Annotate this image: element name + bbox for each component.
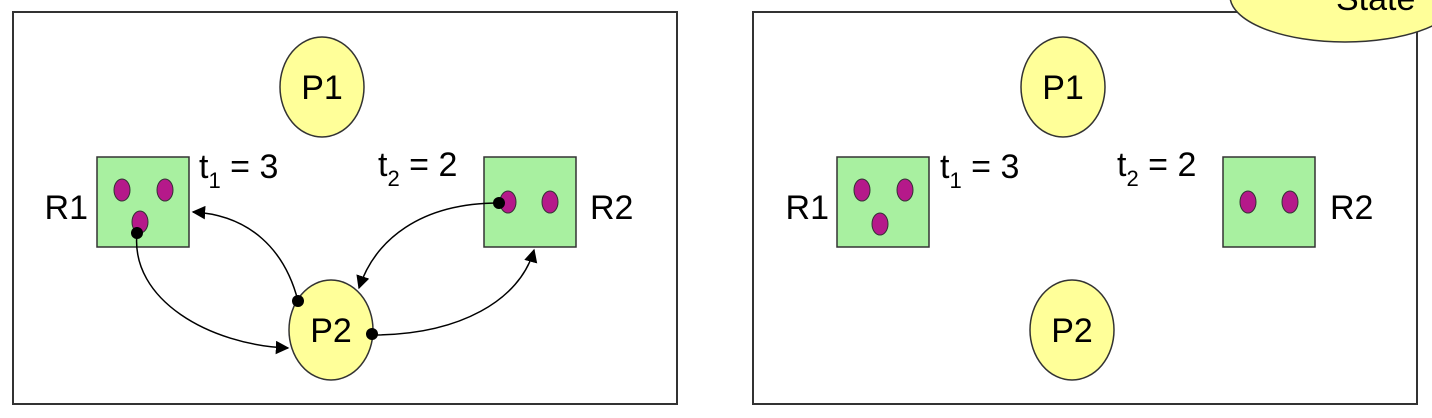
- edge-p2-to-r1: [191, 205, 299, 302]
- edge-r2-to-p2: [356, 202, 500, 290]
- state-badge-shape: [1229, 0, 1432, 43]
- left-t1-label: t1 = 3: [199, 148, 278, 193]
- resource-instance: [541, 190, 559, 214]
- edge-origin-dot: [131, 227, 143, 239]
- resource-instance: [896, 178, 914, 202]
- t1-base: t: [940, 148, 950, 186]
- process-label: P1: [301, 69, 343, 107]
- left-panel: P1 R1 t1 = 3 R2 t2 = 2 P2: [12, 11, 678, 405]
- right-process-p1: P1: [1020, 36, 1106, 138]
- t2-subscript: 2: [1126, 166, 1138, 191]
- t1-subscript: 1: [208, 168, 220, 193]
- resource-label: R2: [1330, 189, 1373, 227]
- state-badge-label: State: [1336, 0, 1415, 18]
- resource-node: [96, 156, 190, 248]
- resource-instance: [1281, 190, 1299, 214]
- process-node: [1029, 279, 1115, 381]
- t2-base: t: [1117, 146, 1127, 184]
- left-t2-label: t2 = 2: [378, 146, 457, 191]
- t2-base: t: [378, 146, 388, 184]
- resource-instance: [1239, 190, 1257, 214]
- t1-value: = 3: [962, 148, 1020, 186]
- right-resource-r2: R2: [1222, 156, 1373, 248]
- edge-p2-to-r2: [371, 248, 538, 336]
- process-label: P1: [1042, 69, 1084, 107]
- right-panel: P1 R1 t1 = 3 R2 t2 = 2 P2: [752, 11, 1418, 405]
- left-resource-r1: R1: [45, 156, 190, 248]
- process-node: [1020, 36, 1106, 138]
- t2-subscript: 2: [387, 166, 399, 191]
- left-process-p1: P1: [279, 36, 365, 138]
- edge-origin-dot: [493, 197, 505, 209]
- t1-value: = 3: [221, 148, 279, 186]
- state-badge: State: [1229, 0, 1432, 43]
- right-resource-r1: R1: [786, 156, 930, 248]
- resource-label: R1: [786, 189, 829, 227]
- left-resource-r2: R2: [483, 156, 633, 248]
- resource-instance: [853, 178, 871, 202]
- right-t1-label: t1 = 3: [940, 148, 1019, 193]
- right-t2-label: t2 = 2: [1117, 146, 1196, 191]
- t1-subscript: 1: [949, 168, 961, 193]
- resource-label: R1: [45, 189, 88, 227]
- t2-value: = 2: [1139, 146, 1197, 184]
- edge-origin-dot: [366, 328, 378, 340]
- edge-origin-dot: [292, 295, 304, 307]
- resource-instance: [871, 212, 889, 236]
- process-label: P2: [310, 312, 352, 350]
- resource-label: R2: [590, 189, 633, 227]
- resource-node: [1222, 156, 1316, 248]
- right-process-p2: P2: [1029, 279, 1115, 381]
- resource-instance: [113, 178, 131, 202]
- resource-instance: [156, 178, 174, 202]
- t2-value: = 2: [400, 146, 458, 184]
- process-label: P2: [1051, 312, 1093, 350]
- t1-base: t: [199, 148, 209, 186]
- edge-r1-to-p2: [135, 232, 290, 355]
- process-node: [279, 36, 365, 138]
- left-process-p2: P2: [288, 279, 374, 381]
